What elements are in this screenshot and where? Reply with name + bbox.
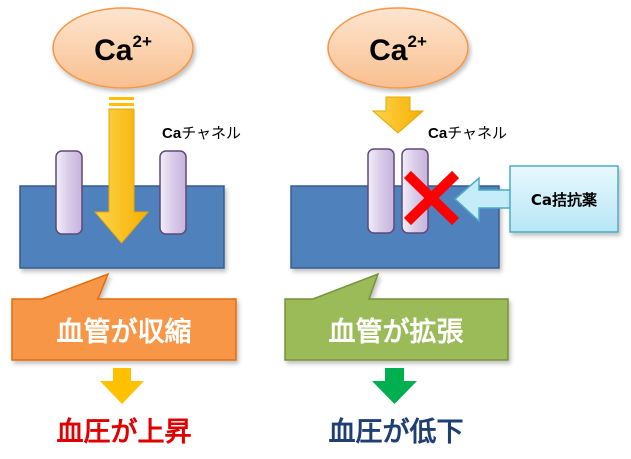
drug-label: Ca拮抗薬: [531, 191, 597, 209]
left-channel-pillar-2: [159, 150, 187, 235]
left-panel: Ca2+ Caチャネル 血管が収縮 血圧が上昇: [11, 7, 241, 448]
left-ca-ion-base: Ca: [94, 34, 133, 67]
left-ca-ion-label: Ca2+: [94, 32, 152, 67]
left-ca-ion-charge: 2+: [132, 32, 151, 51]
left-effect-callout: [11, 272, 237, 361]
right-down-arrow: [372, 368, 417, 404]
left-effect-text: 血管が収縮: [57, 316, 192, 348]
right-panel: Ca2+ Caチャネル Ca拮抗薬 血管が拡張 血圧が低下: [284, 7, 619, 448]
block-x-icon: [403, 170, 460, 226]
right-ca-ion-label: Ca2+: [369, 32, 427, 67]
left-channel-label-kana: チャネル: [181, 124, 241, 142]
right-effect-callout: [284, 272, 509, 361]
left-down-arrow: [100, 368, 144, 404]
right-channel-pillar-1: [367, 148, 395, 234]
left-channel-label-latin: Ca: [162, 125, 182, 142]
right-ca-ion-base: Ca: [369, 34, 408, 67]
left-channel-pillar-1: [55, 150, 83, 235]
left-influx-arrow: [93, 97, 150, 244]
right-result-text: 血圧が低下: [329, 416, 464, 448]
right-ca-ion-bubble: [327, 7, 469, 89]
right-blocked-arrow: [371, 96, 425, 134]
right-channel-label-kana: チャネル: [447, 124, 507, 142]
right-channel-label: Caチャネル: [428, 124, 507, 142]
left-channel-label: Caチャネル: [162, 124, 241, 142]
right-ca-ion-charge: 2+: [407, 32, 426, 51]
left-ca-ion-bubble: [52, 7, 194, 89]
drug-box: [509, 165, 619, 233]
right-channel-label-latin: Ca: [428, 125, 448, 142]
right-effect-text: 血管が拡張: [329, 316, 465, 348]
left-result-text: 血圧が上昇: [57, 416, 192, 448]
